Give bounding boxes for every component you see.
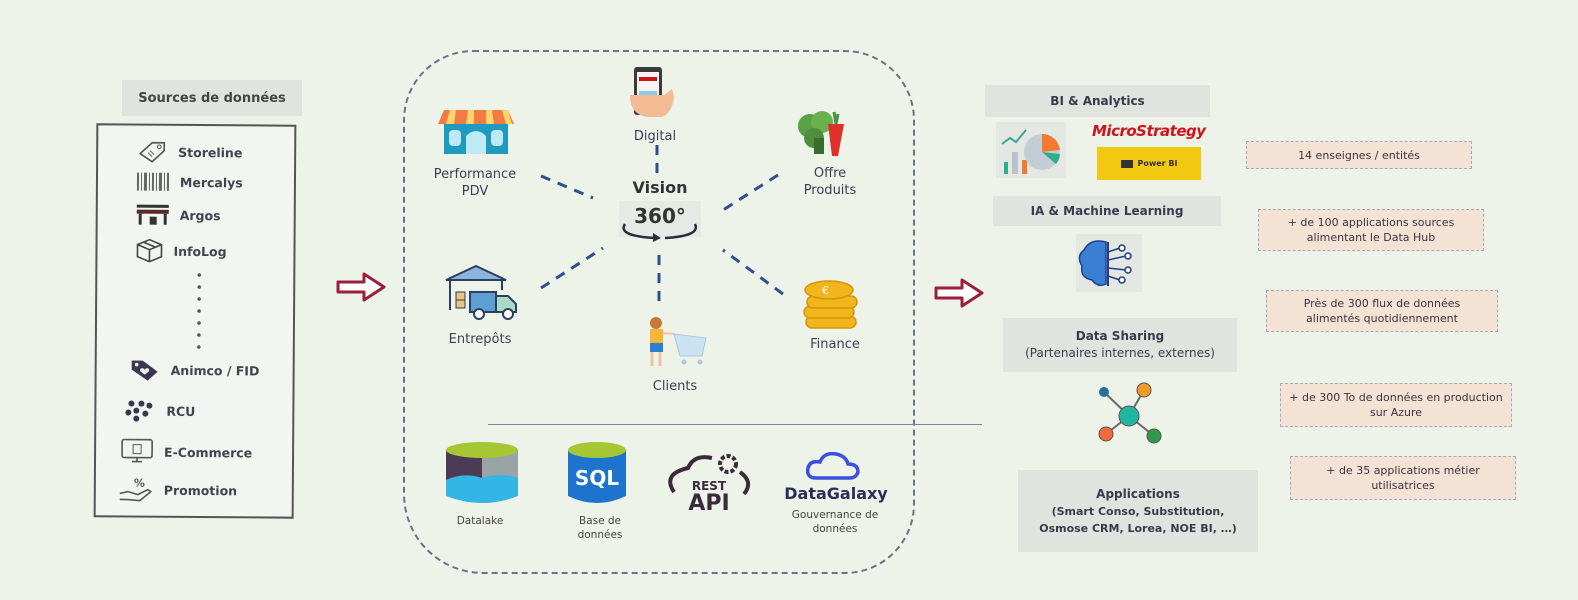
shopper-cart-icon — [650, 317, 707, 366]
category-title: BI & Analytics — [1050, 93, 1145, 108]
source-item-e-commerce: E-Commerce — [120, 437, 252, 466]
vision-360-badge: 360° — [619, 201, 701, 237]
computer-shop-icon — [121, 438, 153, 463]
connector-entrepots — [540, 246, 604, 290]
category-subtitle: (Smart Conso, Substitution, Osmose CRM, … — [1039, 504, 1237, 535]
vegetables-icon — [798, 111, 844, 156]
store-icon — [438, 110, 514, 154]
datagalaxy-cloud-icon — [806, 452, 860, 480]
source-item-argos: Argos — [136, 204, 221, 227]
stat-enseignes: 14 enseignes / entités — [1246, 141, 1472, 169]
source-label: Argos — [179, 207, 221, 223]
source-label: E-Commerce — [164, 444, 253, 460]
source-label: Storeline — [178, 144, 243, 160]
source-label: Mercalys — [179, 174, 243, 190]
people-group-icon — [125, 400, 153, 422]
euro-coins-icon: € — [803, 280, 858, 329]
category-title: IA & Machine Learning — [1030, 203, 1184, 218]
smartphone-hand-icon — [630, 67, 674, 117]
category-title: Applications — [1096, 486, 1180, 501]
sources-panel: Storeline Mercalys Argos InfoLog Animco … — [93, 123, 297, 519]
category-subtitle: (Partenaires internes, externes) — [1025, 346, 1215, 360]
node-label-performance-pdv: Performance PDV — [433, 167, 517, 199]
node-label-finance: Finance — [810, 337, 860, 352]
rest-icon-text: REST — [692, 479, 727, 493]
vision-title: Vision — [632, 178, 688, 197]
connector-offre — [722, 173, 779, 212]
rest-api-icon: REST API — [668, 454, 751, 514]
datalake-icon — [446, 442, 518, 503]
stat-flux-donnees: Près de 300 flux de données alimentés qu… — [1266, 290, 1498, 332]
source-item-rcu: RCU — [124, 400, 195, 422]
source-label: InfoLog — [173, 243, 227, 259]
source-label: Animco / FID — [170, 362, 260, 378]
storefront-icon — [136, 204, 169, 225]
tech-label-gouvernance: Gouvernance de données — [791, 509, 879, 535]
sql-database-icon: SQL — [568, 442, 626, 503]
more-sources-dots — [196, 269, 202, 350]
network-share-icon — [1098, 382, 1162, 444]
tech-label-base-de-donnees: Base de données — [577, 515, 623, 541]
node-label-clients: Clients — [652, 379, 698, 394]
powerbi-logo: Power BI — [1097, 147, 1201, 180]
stat-applications-sources: + de 100 applications sources alimentant… — [1258, 209, 1484, 251]
warehouse-truck-icon — [445, 264, 517, 320]
connector-performance — [540, 174, 594, 200]
loyalty-tag-icon — [131, 360, 158, 381]
node-label-entrepots: Entrepôts — [448, 332, 512, 347]
svg-text:%: % — [134, 477, 145, 490]
data-hub-frame — [403, 50, 915, 574]
category-ia-machine-learning: IA & Machine Learning — [993, 196, 1221, 226]
box-icon — [136, 238, 163, 263]
flow-arrow-icon — [934, 278, 984, 308]
sql-icon-text: SQL — [575, 466, 619, 490]
source-item-promotion: % Promotion — [118, 475, 237, 504]
category-data-sharing: Data Sharing (Partenaires internes, exte… — [1003, 318, 1237, 372]
ai-brain-icon — [1076, 234, 1142, 292]
svg-text:€: € — [822, 284, 829, 297]
source-item-animco-fid: Animco / FID — [129, 358, 260, 383]
source-label: Promotion — [163, 482, 238, 498]
source-item-mercalys: Mercalys — [136, 172, 243, 193]
tech-label-datalake: Datalake — [456, 515, 504, 527]
barcode-icon — [136, 172, 170, 191]
connector-finance — [722, 248, 784, 296]
stat-applications-metier: + de 35 applications métier utilisatrice… — [1290, 456, 1516, 500]
rotate-360-icon — [622, 223, 698, 242]
analytics-chart-icon — [996, 122, 1066, 178]
vision-360-value: 360° — [634, 204, 686, 228]
category-bi-analytics: BI & Analytics — [985, 85, 1210, 117]
node-label-digital: Digital — [633, 129, 677, 144]
powerbi-icon — [1120, 159, 1133, 168]
source-item-infolog: InfoLog — [135, 238, 227, 265]
source-item-storeline: Storeline — [136, 140, 242, 165]
node-label-offre-produits: Offre Produits — [803, 166, 857, 198]
datagalaxy-logo-text: DataGalaxy — [784, 484, 888, 503]
powerbi-label: Power BI — [1137, 159, 1178, 168]
sources-title: Sources de données — [122, 80, 302, 116]
category-title: Data Sharing — [1075, 329, 1165, 343]
hand-percent-icon: % — [119, 477, 153, 502]
flow-arrow-icon — [336, 272, 386, 302]
source-label: RCU — [166, 403, 196, 419]
category-applications: Applications (Smart Conso, Substitution,… — [1018, 470, 1258, 552]
microstrategy-logo: MicroStrategy — [1092, 122, 1206, 140]
api-icon-text: API — [688, 491, 729, 514]
stat-to-donnees: + de 300 To de données en production sur… — [1280, 383, 1512, 427]
hub-connectors — [540, 145, 784, 305]
price-tag-icon — [138, 141, 166, 163]
hub-divider-line — [488, 424, 982, 425]
